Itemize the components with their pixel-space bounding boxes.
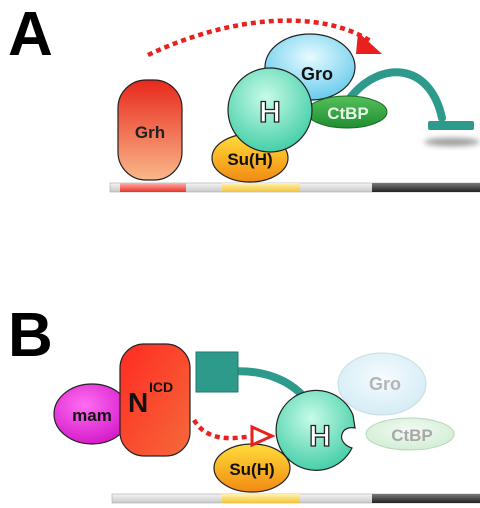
activation-arrowhead-b <box>250 424 276 448</box>
panel-b-dna <box>111 493 480 504</box>
gro-label-a: Gro <box>301 64 333 84</box>
panel-b-label: B <box>8 301 53 370</box>
nicd-protein: N ICD <box>119 343 191 457</box>
repression-bar-a <box>428 121 474 130</box>
hairless-label-b: H <box>309 420 331 453</box>
suh-label-b: Su(H) <box>229 460 274 479</box>
grh-protein: Grh <box>117 79 183 181</box>
activation-arrowhead-a <box>356 32 382 54</box>
hairless-protein-a: H <box>227 67 313 153</box>
suh-binding-site-a <box>222 183 300 192</box>
activation-arrow-b <box>192 418 253 441</box>
panel-a-label: A <box>8 0 53 69</box>
ctbp-protein-b: CtBP <box>365 417 455 451</box>
mam-protein: mam <box>53 383 131 445</box>
panel-b: B Gro CtBP Su(H) H <box>8 301 480 504</box>
repression-block-b <box>195 351 239 393</box>
hairless-label-a: H <box>259 96 281 129</box>
mam-label: mam <box>72 406 112 425</box>
grh-binding-site <box>120 183 186 192</box>
activation-arrow-a <box>147 18 374 58</box>
gro-label-b: Gro <box>369 374 401 394</box>
target-gene-a <box>372 183 480 192</box>
target-gene-b <box>372 494 480 503</box>
hairless-protein-b: H <box>275 389 356 471</box>
grh-label: Grh <box>135 123 165 142</box>
nicd-label-sup: ICD <box>149 379 173 395</box>
nicd-label-base: N <box>128 387 148 418</box>
panel-a: A Grh Gro CtBP <box>8 0 480 193</box>
suh-protein-b: Su(H) <box>213 443 291 493</box>
gro-protein-b: Gro <box>337 352 427 416</box>
suh-label-a: Su(H) <box>227 150 272 169</box>
repression-arm-a <box>346 68 446 122</box>
ctbp-protein-a: CtBP <box>306 95 388 129</box>
ctbp-label-a: CtBP <box>327 104 369 123</box>
suh-binding-site-b <box>222 494 300 503</box>
ctbp-label-b: CtBP <box>391 426 433 445</box>
panel-a-dna <box>109 182 480 193</box>
